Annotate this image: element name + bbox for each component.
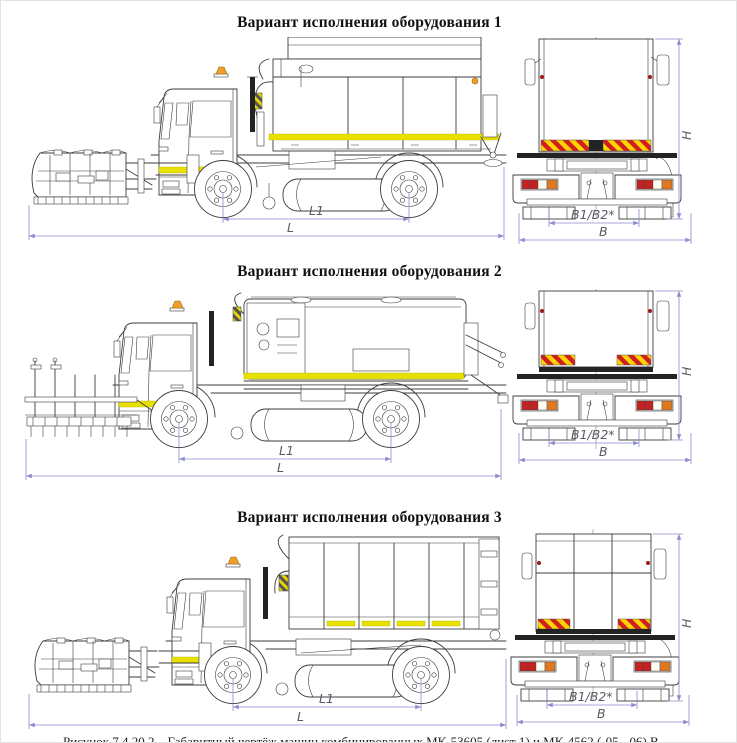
variant-3-side-view: L1 L: [28, 534, 507, 729]
variant-3-rear-view: H B1/B2* B: [510, 529, 694, 726]
sweeper-brush: [275, 664, 412, 698]
truck-cab: [113, 300, 214, 430]
variant-2-side-view: L1 L: [24, 292, 509, 480]
dimension-h: H: [655, 290, 694, 441]
dimension-l: L: [25, 409, 502, 480]
svg-text:L1: L1: [309, 203, 324, 218]
beacon-light-icon: [225, 556, 241, 568]
svg-text:H: H: [679, 130, 694, 140]
dimension-h: H: [655, 38, 694, 220]
truck-cab: [153, 66, 258, 196]
dimension-b1b2: B1/B2*: [548, 427, 640, 447]
dimension-b: B: [516, 695, 690, 726]
sweeper-brush: [262, 178, 400, 212]
snow-plow: [31, 149, 200, 205]
hooklift-arm: [274, 534, 290, 594]
svg-text:B1/B2*: B1/B2*: [571, 207, 615, 222]
variant-1-title: Вариант исполнения оборудования 1: [237, 14, 502, 31]
variant-2-title: Вариант исполнения оборудования 2: [237, 263, 502, 280]
beacon-light-icon: [213, 66, 229, 78]
dimension-b: B: [518, 213, 692, 244]
svg-text:L: L: [277, 460, 284, 475]
variant-2-drawing: L1 L: [24, 289, 694, 480]
svg-text:L: L: [297, 709, 304, 724]
dimension-l1: L1: [178, 422, 392, 463]
variant-3-title: Вариант исполнения оборудования 3: [237, 509, 502, 526]
dimension-b: B: [518, 433, 692, 464]
tank-body: [232, 292, 509, 404]
svg-text:B1/B2*: B1/B2*: [569, 689, 613, 704]
spreader-disc: [480, 132, 503, 167]
spreader-body: [252, 37, 503, 167]
dimension-l: L: [28, 167, 505, 240]
warning-hatch-stripe: [540, 139, 590, 152]
warning-hatch-stripe: [616, 354, 652, 366]
dimension-b1b2: B1/B2*: [548, 207, 640, 227]
container-body: [274, 534, 501, 641]
dimension-b1b2: B1/B2*: [546, 689, 638, 709]
variant-3-drawing: L1 L: [28, 529, 694, 729]
svg-text:L1: L1: [319, 691, 334, 706]
rear-body-box: [524, 290, 670, 372]
warning-hatch-stripe: [540, 354, 576, 366]
warning-hatch-stripe: [537, 618, 571, 630]
sweeper-brush: [230, 408, 368, 442]
variant-1-drawing: L1 L: [28, 37, 694, 244]
rear-body-box: [524, 38, 670, 153]
beacon-light-icon: [169, 300, 185, 312]
variant-2-rear-view: H B1/B2* B: [512, 289, 694, 464]
svg-text:B: B: [597, 706, 606, 721]
variant-1-side-view: L1 L: [28, 37, 507, 240]
truck-cab: [166, 556, 268, 686]
svg-text:B: B: [599, 444, 608, 459]
warning-hatch-stripe: [617, 618, 651, 630]
variant-1-rear-view: H B1/B2* B: [512, 37, 694, 244]
dimension-l1: L1: [222, 192, 410, 223]
dimension-l1: L1: [232, 679, 422, 711]
warning-hatch-stripe: [602, 139, 652, 152]
svg-text:L: L: [287, 220, 294, 235]
svg-text:H: H: [679, 366, 694, 376]
dimension-h: H: [653, 533, 694, 702]
rear-body-box: [521, 533, 667, 634]
svg-text:H: H: [679, 618, 694, 628]
svg-text:B: B: [599, 224, 608, 239]
svg-text:B1/B2*: B1/B2*: [571, 427, 615, 442]
svg-text:L1: L1: [279, 443, 294, 458]
figure-caption: Рисунок 7.4.20.2 – Габаритный чертёж маш…: [63, 734, 659, 743]
hooklift-arm: [232, 292, 245, 322]
dimension-l: L: [28, 659, 507, 729]
hooklift-arm: [252, 58, 274, 147]
rear-spray-unit: [463, 322, 509, 404]
